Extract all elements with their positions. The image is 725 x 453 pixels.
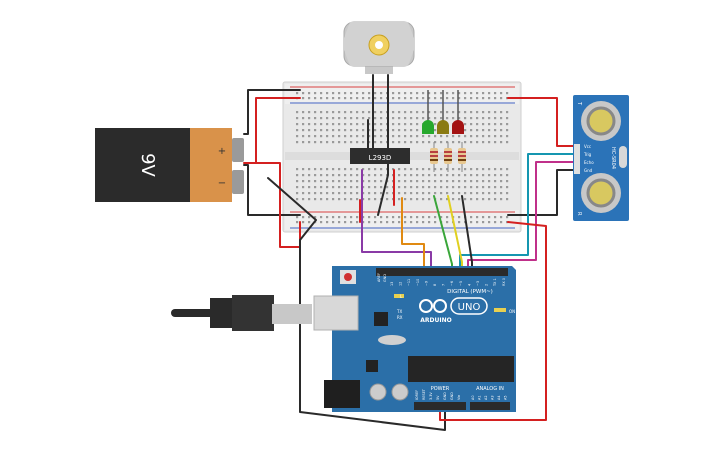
dc-motor [343,21,415,74]
digital-pin-label-6: 7 [442,284,446,286]
red-led [452,120,464,134]
capacitor-2 [391,383,409,401]
wire-purple [361,169,432,273]
gnd-label: GND [383,274,387,282]
digital-pin-label-11: 2 [485,284,489,286]
digital-label: DIGITAL (PWM~) [447,289,493,295]
power-pin-label-6: Vin [457,395,461,400]
capacitor-1 [369,383,387,401]
wire-red-5v [439,221,547,421]
usb-cable [171,295,312,331]
analog-pin-label-2: A2 [484,396,488,400]
leds [422,90,464,134]
reset-button-icon [344,273,352,281]
analog-header [470,402,510,410]
tx-label: TX [396,309,402,314]
analog-pin-label-0: A0 [471,396,475,400]
green-led [422,120,434,134]
battery-9v: 9V + − [95,128,244,202]
aref-label: AREF [377,273,381,282]
digital-pin-label-9: 4 [467,284,471,286]
analog-pin-label-5: A5 [504,396,508,400]
arduino-model: UNO [458,302,481,313]
wire-orange [401,197,425,273]
motor-shaft-icon [375,41,383,49]
power-jack [324,380,360,408]
arduino-brand: ARDUINO [420,317,451,324]
digital-pin-label-2: ~11 [407,279,411,286]
wire-right-red [507,97,581,147]
sensor-mark-t: T [576,101,582,106]
atmega-chip [408,356,514,382]
power-pin-label-0: IOREF [415,390,419,400]
sensor-mark-r: R [576,212,582,216]
wires [243,74,581,431]
power-pin-label-4: GND [443,392,447,400]
resistors [430,142,466,172]
power-header [414,402,466,410]
digital-pin-label-10: ~3 [476,281,480,286]
arduino-uno: UNO ARDUINO DIGITAL (PWM~) POWER ANALOG … [313,266,516,412]
digital-pin-labels: 13 12 ~11 ~10 ~9 8 7 ~6 ~5 4 ~3 2 TX 1 RX 0 [390,278,506,287]
resistor-3 [458,142,466,172]
analog-pin-label-1: A1 [478,396,482,400]
wire-battery-red [243,97,301,164]
sensor-pin-echo: Echo [584,160,594,165]
power-pin-label-5: GND [450,392,454,400]
digital-pin-label-12: TX 1 [493,278,497,287]
wire-gnd-long [267,177,446,431]
wire-motor-b [377,74,389,216]
battery-minus: − [218,178,226,189]
wire-sensor-pink [467,161,581,273]
wire-sensor-teal [459,153,581,273]
power-label: POWER [431,386,450,392]
digital-pin-label-4: ~9 [424,281,428,286]
digital-pin-label-7: ~6 [450,281,454,286]
wire-battery-black [243,89,301,135]
battery-label: 9V [137,153,158,177]
power-pin-label-1: RESET [422,388,426,400]
crystal [378,335,406,345]
ultrasonic-sensor: HC-SR04 T R Vcc Trig Echo Gnd [573,95,629,221]
resistor-2 [444,142,452,172]
power-pin-label-3: 5V [436,395,440,400]
digital-pin-label-5: 8 [433,284,437,286]
wire-right-black [507,169,581,216]
l-label: L [400,294,403,299]
sensor-pin-vcc: Vcc [584,144,591,149]
usb-port [313,295,359,331]
sensor-model: HC-SR04 [610,147,616,169]
digital-pin-label-1: 12 [399,282,403,286]
digital-pin-label-8: ~5 [459,281,463,286]
on-label: ON [509,309,515,314]
sensor-pin-gnd: Gnd [584,168,593,173]
rx-label: RX [397,315,403,320]
analog-label: ANALOG IN [476,386,504,392]
wire-left-black-low [243,164,301,216]
digital-pin-label-13: RX 0 [502,278,506,286]
analog-pin-label-3: A3 [491,396,495,400]
digital-pin-label-3: ~10 [416,279,420,286]
power-pin-label-2: 3.3V [429,392,433,400]
digital-pin-label-0: 13 [390,282,394,286]
olive-led [437,120,449,134]
battery-plus: + [218,146,226,157]
resistor-1 [430,142,438,172]
arduino-logo: UNO ARDUINO [419,297,488,324]
chip-label: L293D [369,154,392,162]
analog-pin-label-4: A4 [497,396,501,400]
l293d-chip: L293D [350,148,410,164]
sensor-pin-trig: Trig [583,152,592,157]
